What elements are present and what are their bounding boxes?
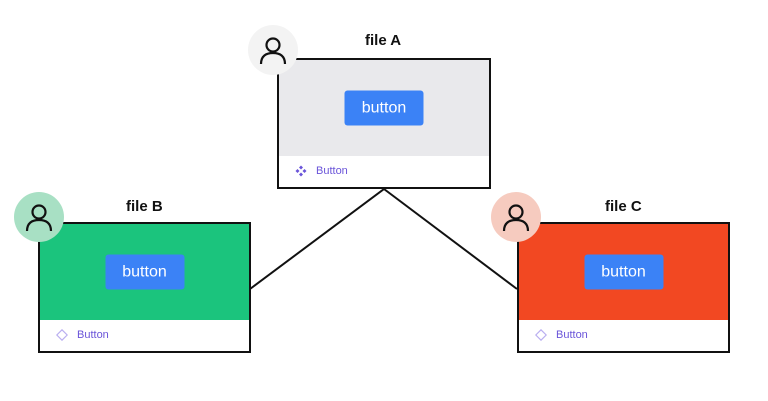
- file-b-button[interactable]: button: [105, 254, 184, 290]
- file-b-card: button Button: [38, 222, 251, 353]
- file-a-button[interactable]: button: [344, 90, 424, 126]
- connector-a-to-b: [249, 188, 385, 290]
- user-icon: [502, 204, 530, 232]
- file-c-button[interactable]: button: [584, 254, 663, 290]
- file-c-component-footer: Button: [519, 319, 728, 351]
- file-c-avatar: [491, 192, 541, 242]
- main-component-icon: [295, 165, 307, 177]
- file-a-component-footer: Button: [279, 155, 489, 187]
- file-a-preview: button: [279, 60, 489, 156]
- file-c-preview: button: [519, 224, 728, 320]
- instance-icon: [56, 329, 68, 341]
- file-b-preview: button: [40, 224, 249, 320]
- user-icon: [25, 204, 53, 232]
- file-b-label: file B: [126, 198, 163, 215]
- file-a-label: file A: [365, 32, 402, 49]
- file-b-avatar: [14, 192, 64, 242]
- file-b-component-footer: Button: [40, 319, 249, 351]
- file-a-avatar: [248, 25, 298, 75]
- file-c-component-name: Button: [556, 329, 588, 341]
- file-a-component-name: Button: [316, 165, 348, 177]
- instance-icon: [535, 329, 547, 341]
- file-a-card: button Button: [277, 58, 491, 189]
- file-b-component-name: Button: [77, 329, 109, 341]
- file-c-label: file C: [605, 198, 642, 215]
- file-c-card: button Button: [517, 222, 730, 353]
- user-icon: [259, 37, 287, 65]
